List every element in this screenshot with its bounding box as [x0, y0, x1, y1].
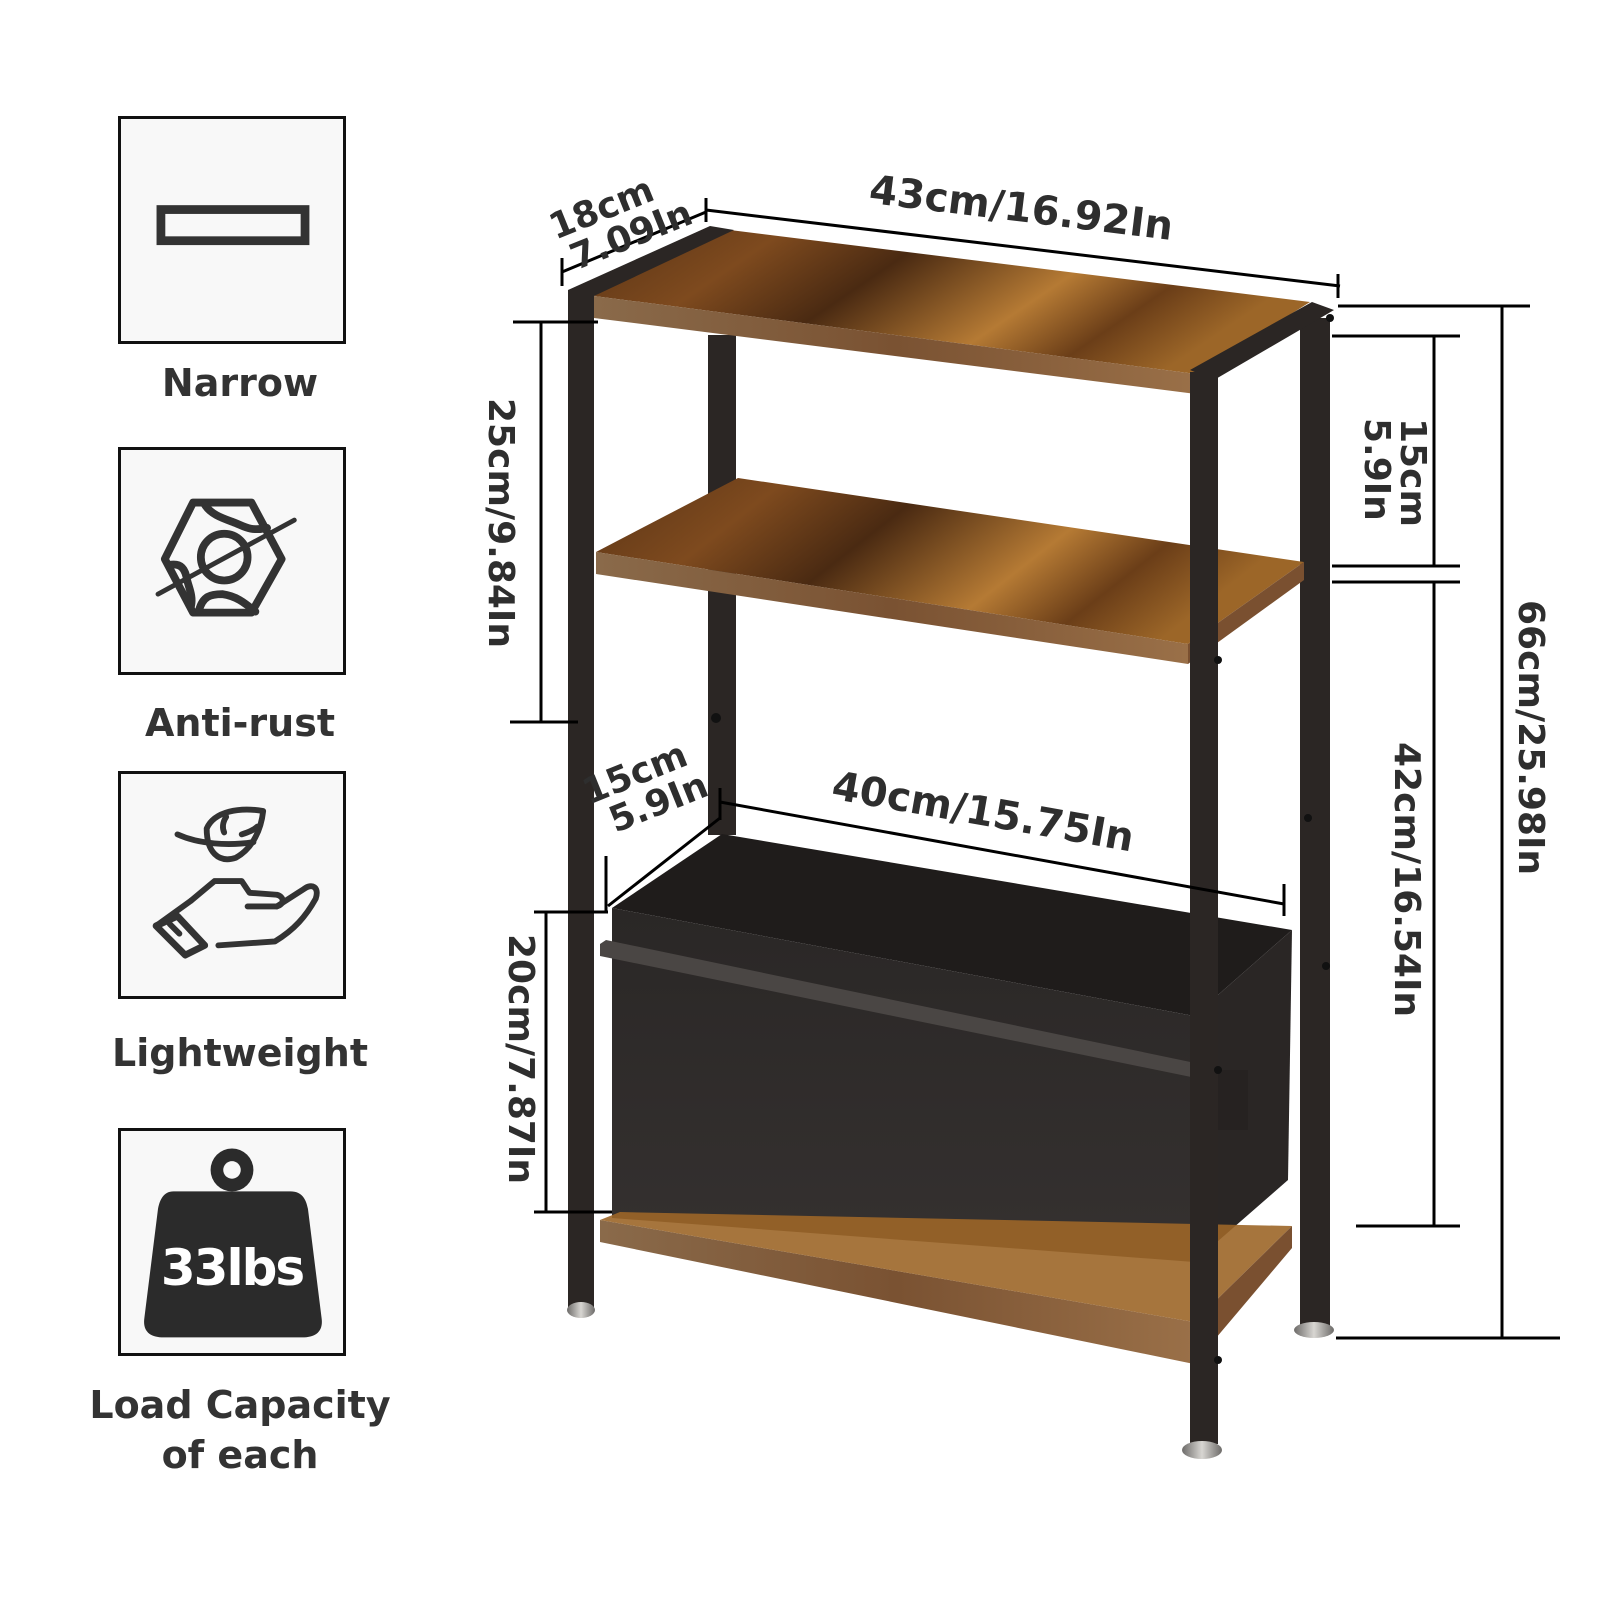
- dimension-lines: [510, 198, 1560, 1340]
- hand-holding-feather-icon: [152, 806, 320, 959]
- fabric-basket: [600, 834, 1292, 1262]
- feature-lightweight-box: [118, 771, 346, 999]
- feature-narrow-label: Narrow: [161, 361, 319, 405]
- load-capacity-badge: 33lbs: [160, 1239, 305, 1297]
- feature-lightweight-label: Lightweight: [112, 1031, 368, 1075]
- dim-top-tier-height-cm: 15cm: [1392, 418, 1433, 527]
- anti-rust-hex-nut-icon: [155, 498, 297, 617]
- feature-load-capacity-box: 33lbs: [118, 1128, 346, 1356]
- dim-top-tier-height: 15cm 5.9In: [1356, 418, 1433, 527]
- top-shelf: [568, 226, 1334, 394]
- dim-top-tier-height-in: 5.9In: [1356, 418, 1397, 521]
- bottom-shelf: [600, 1212, 1292, 1364]
- frame-front-legs: [567, 290, 1334, 1459]
- feature-anti-rust-box: [118, 447, 346, 675]
- weight-icon: [144, 1148, 322, 1338]
- dim-gap-top-shelves: 25cm/9.84In: [480, 398, 521, 648]
- dim-lower-height: 42cm/16.54In: [1386, 742, 1427, 1017]
- feature-anti-rust-label: Anti-rust: [145, 701, 335, 745]
- dim-total-height: 66cm/25.98In: [1510, 600, 1551, 875]
- feature-narrow-box: [118, 116, 346, 344]
- feature-load-capacity-label-line1: Load Capacity: [89, 1383, 391, 1427]
- feature-load-capacity-label-line2: of each: [161, 1433, 319, 1477]
- narrow-rectangle-icon: [156, 205, 310, 246]
- dim-basket-height: 20cm/7.87In: [500, 934, 541, 1184]
